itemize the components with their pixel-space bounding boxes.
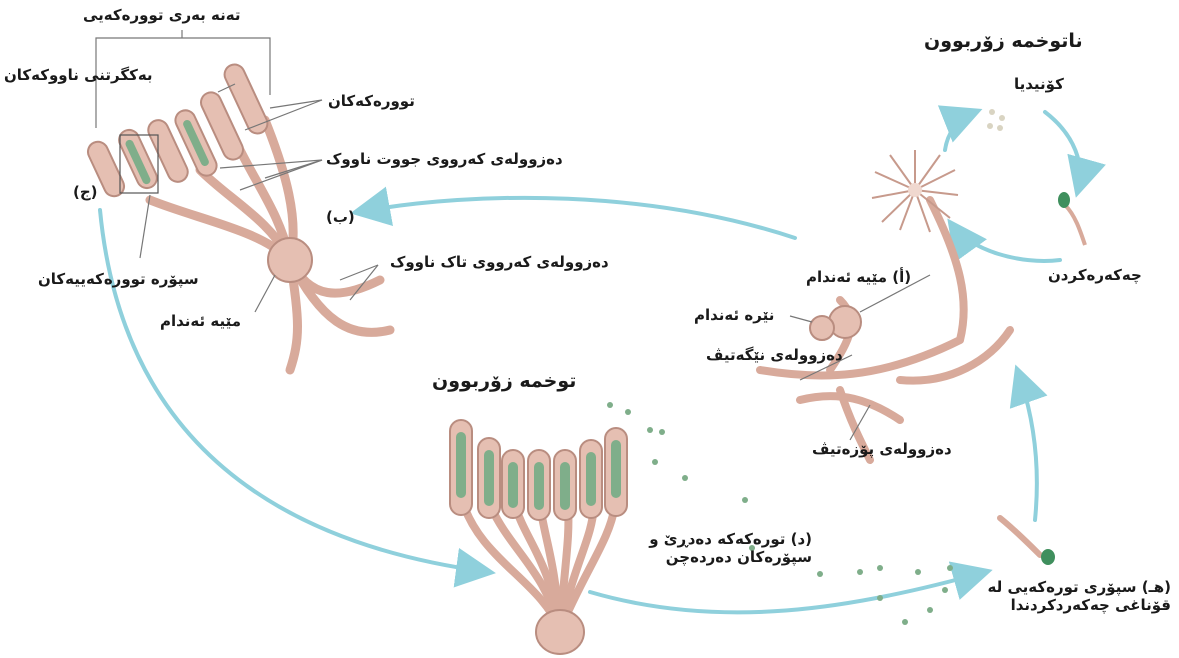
label-female-organ-top: مێیە ئەندام (160, 312, 241, 330)
conidia-dots (987, 109, 1005, 131)
ascocarp-middle (450, 420, 627, 654)
label-ascospores: سپۆرە توورەکەییەکان (38, 270, 199, 288)
label-asexual-title: ناتوخمە زۆربوون (924, 30, 1083, 53)
label-asci: توورەکەکان (328, 92, 415, 110)
label-negative-hypha: دەزوولەی نێگەتیڤ (706, 346, 843, 364)
label-sexual-title: توخمە زۆربوون (432, 370, 576, 393)
label-step-e: (هـ) سپۆری تورەکەیی لە قۆناغی چەکەردکردن… (966, 578, 1171, 614)
arrow-sporophore-to-conidia (945, 112, 975, 150)
label-step-b: (ب) (326, 208, 355, 226)
label-positive-hypha: دەزوولەی پۆزەتیڤ (812, 440, 952, 458)
label-conidia: کۆنیدیا (1014, 75, 1064, 93)
female-organ-middle (536, 610, 584, 654)
arrow-a-to-b (358, 198, 795, 238)
sporophore-starburst (872, 150, 958, 232)
arrow-conidia-to-germ (1045, 112, 1080, 190)
label-dikaryotic-hypha: دەزوولەی کەرووی جووت ناووک (326, 150, 563, 168)
label-monokaryotic-hypha: دەزوولەی کەرووی تاک ناووک (390, 253, 609, 271)
label-nuclear-fusion: بەکگرتنی ناووکەکان (4, 66, 153, 84)
arrow-e-to-a (1018, 372, 1037, 520)
label-hyphae-body: تەنە بەری توورەکەیی (83, 6, 241, 24)
arrow-sexual-to-e (590, 572, 985, 612)
label-step-c: (ج) (73, 183, 98, 201)
label-male-organ: نێرە ئەندام (694, 306, 774, 324)
male-organ-right (810, 316, 834, 340)
label-step-d: (د) تورەکەکە دەدڕێ و سپۆرەکان دەردەچن (622, 530, 812, 566)
label-step-a: (أ) مێیە ئەندام (806, 268, 911, 286)
label-germination: چەکەرەکردن (1048, 266, 1142, 284)
arrow-germ-to-sporophore (952, 225, 1060, 261)
